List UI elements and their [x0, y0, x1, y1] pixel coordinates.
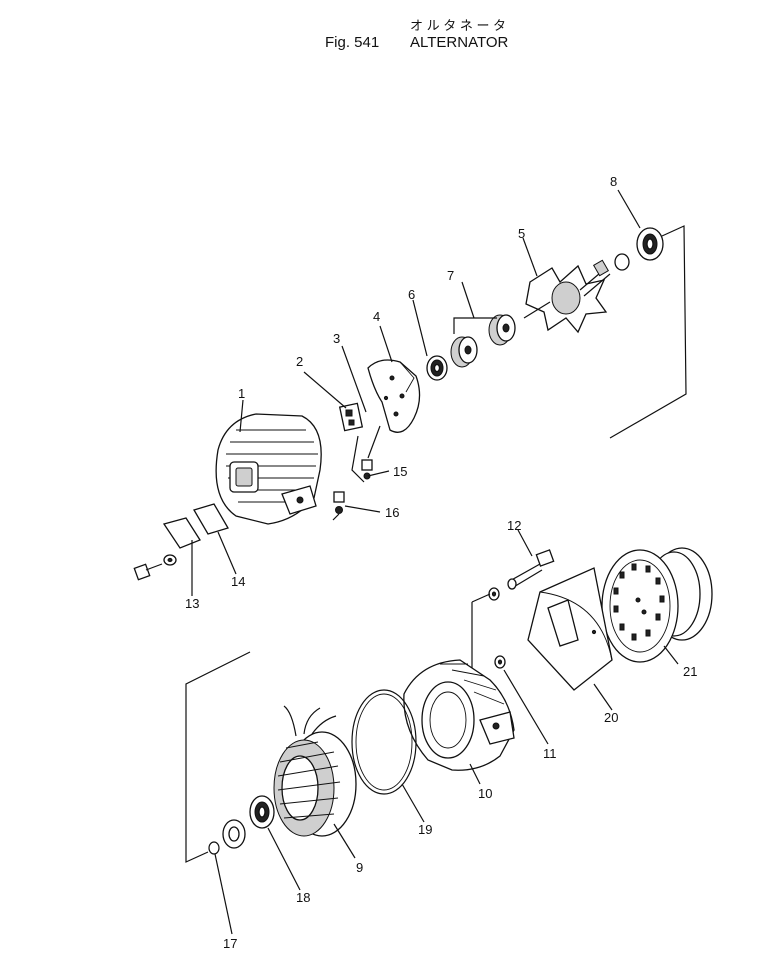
callout-15: 15 — [393, 464, 407, 479]
part-12-through-bolt — [507, 549, 555, 590]
figure-number: Fig. 541 — [325, 34, 379, 51]
callout-3: 3 — [333, 331, 340, 346]
callout-17: 17 — [223, 936, 237, 951]
callout-12: 12 — [507, 518, 521, 533]
callout-5: 5 — [518, 226, 525, 241]
part-14-cover — [193, 503, 229, 535]
part-13-screw — [133, 554, 177, 581]
part-15-terminal — [351, 425, 381, 483]
part-17-snap-ring — [208, 841, 220, 855]
part-1-rear-housing — [215, 413, 322, 525]
part-9-stator — [273, 705, 357, 837]
part-4-end-plate — [367, 359, 421, 433]
callout-13: 13 — [185, 596, 199, 611]
part-6-bearing — [426, 355, 448, 381]
assembly-lines — [185, 225, 687, 863]
part-2-brush-holder — [338, 402, 364, 432]
callout-8: 8 — [610, 174, 617, 189]
callout-18: 18 — [296, 890, 310, 905]
part-7-slip-rings — [450, 281, 516, 368]
callout-14: 14 — [231, 574, 245, 589]
part-8-bearing — [614, 227, 664, 271]
part-21-fan-pulley — [601, 547, 713, 663]
callout-21: 21 — [683, 664, 697, 679]
part-19-o-ring — [351, 689, 417, 795]
part-11-washer — [488, 587, 506, 669]
callout-10: 10 — [478, 786, 492, 801]
part-10-front-housing — [403, 659, 515, 771]
callout-7: 7 — [447, 268, 454, 283]
title-english: ALTERNATOR — [410, 34, 509, 51]
callout-numbers: 1 2 3 4 5 6 7 8 9 10 11 12 13 14 15 16 1… — [185, 174, 697, 951]
callout-20: 20 — [604, 710, 618, 725]
callout-19: 19 — [418, 822, 432, 837]
part-18-bearing — [222, 795, 275, 849]
callout-11: 11 — [543, 746, 557, 761]
part-16-terminal — [332, 491, 345, 521]
callout-1: 1 — [238, 386, 245, 401]
part-5-rotor-fan — [523, 259, 611, 334]
callout-4: 4 — [373, 309, 380, 324]
part-20-fan-shroud — [527, 567, 613, 691]
callout-9: 9 — [356, 860, 363, 875]
part-13-cover — [162, 517, 201, 549]
title-japanese: オ ル タ ネ ー タ — [410, 18, 506, 33]
callout-2: 2 — [296, 354, 303, 369]
callout-16: 16 — [385, 505, 399, 520]
leader-lines — [191, 189, 679, 935]
callout-6: 6 — [408, 287, 415, 302]
